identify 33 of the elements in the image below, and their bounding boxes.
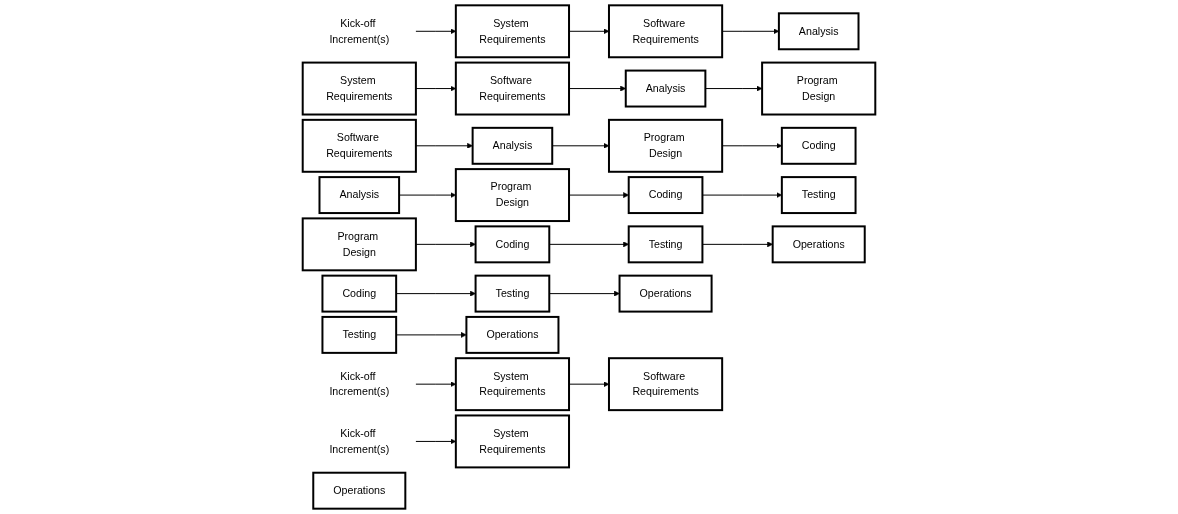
node-box: System Requirements [301,61,417,116]
node-box: Coding [780,126,857,165]
node-box: Testing [474,274,551,313]
node-box: System Requirements [454,4,571,59]
node-text: Kick-off Increment(s) [329,427,390,455]
node-box: Operations [465,315,560,354]
node-box: Software Requirements [607,357,724,412]
node-box: System Requirements [454,357,571,412]
node-box: Operations [618,274,713,313]
node-box: Software Requirements [301,118,417,173]
node-box: Software Requirements [607,4,724,59]
node-box: Program Design [301,217,417,272]
node-box: Analysis [471,126,554,165]
node-box: System Requirements [454,414,571,469]
node-box: Testing [321,315,398,354]
node-box: Operations [312,471,407,510]
node-box: Program Design [761,61,877,116]
node-box: Software Requirements [454,61,571,116]
node-box: Program Design [607,118,724,173]
node-box: Testing [627,225,704,264]
node-text: Kick-off Increment(s) [329,17,390,45]
node-box: Analysis [624,69,707,108]
node-text: Kick-off Increment(s) [329,370,390,398]
node-box: Analysis [318,176,401,215]
node-box: Coding [321,274,398,313]
node-box: Analysis [777,12,860,51]
node-box: Coding [627,176,704,215]
node-box: Testing [780,176,857,215]
node-box: Program Design [454,168,571,223]
node-box: Operations [771,225,866,264]
arrow [415,241,476,248]
arrow [415,142,473,149]
node-box: Coding [474,225,551,264]
